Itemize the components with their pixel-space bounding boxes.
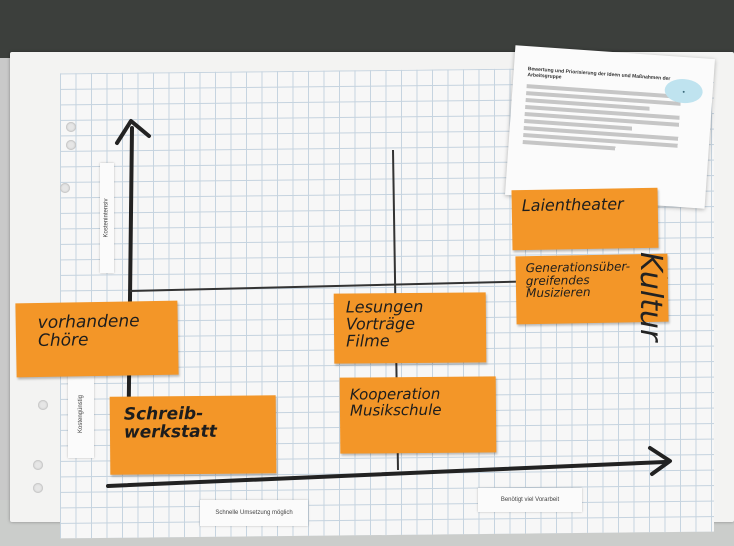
sticky-vorhandene-choere: vorhandene Chöre [15,300,179,378]
punch-hole [66,140,76,150]
handout-sheet: Bewertung und Priorisierung der Ideen un… [505,45,715,209]
sticky-schreibwerkstatt: Schreib- werkstatt [109,395,277,475]
sticky-laientheater: Laientheater [511,187,659,251]
category-label-kultur: Kultur [633,252,668,342]
x-axis-left-label: Schnelle Umsetzung möglich [200,500,308,526]
x-axis-right-label: Benötigt viel Vorarbeit [478,488,582,512]
y-axis-top-label: Kostenintensiv [100,163,114,273]
punch-hole [33,460,43,470]
background-people [0,0,734,58]
sticky-lesungen: Lesungen Vorträge Filme [333,292,487,364]
punch-hole [66,122,76,132]
sticky-kooperation: Kooperation Musikschule [339,376,497,454]
punch-hole [33,483,43,493]
y-axis-bottom-label: Kostengünstig [68,370,94,458]
punch-hole [60,183,70,193]
punch-hole [38,400,48,410]
